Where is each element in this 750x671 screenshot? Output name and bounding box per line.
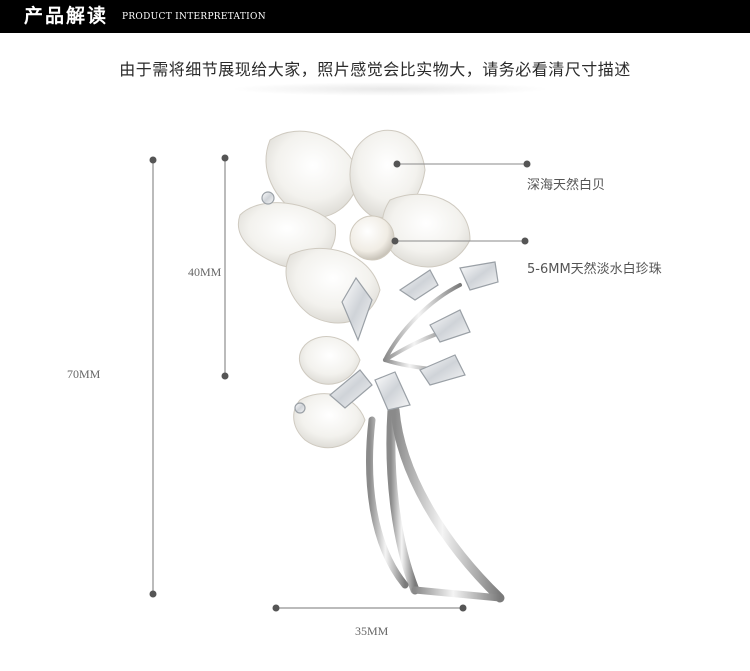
callout-shell: 深海天然白贝 [527, 178, 606, 193]
crystal-stones [261, 191, 499, 414]
dimension-flower-height [221, 154, 229, 380]
dimension-total-height [149, 156, 157, 598]
divider-glow [230, 82, 550, 96]
label-width: 35MM [355, 624, 389, 638]
section-title: 产品解读 [24, 5, 109, 27]
callout-pearl-line [391, 237, 529, 245]
section-subtitle: PRODUCT INTERPRETATION [122, 12, 266, 22]
pearl [349, 215, 395, 261]
silver-stem [366, 283, 505, 603]
header-bar: 产品解读 PRODUCT INTERPRETATION [0, 0, 750, 33]
callout-pearl: 5-6MM天然淡水白珍珠 [527, 262, 662, 277]
size-notice: 由于需将细节展现给大家，照片感觉会比实物大，请务必看清尺寸描述 [119, 60, 631, 79]
label-total-height: 70MM [67, 367, 101, 381]
callout-shell-line [393, 160, 531, 168]
label-flower-height: 40MM [188, 265, 222, 279]
dimension-width [272, 604, 467, 612]
